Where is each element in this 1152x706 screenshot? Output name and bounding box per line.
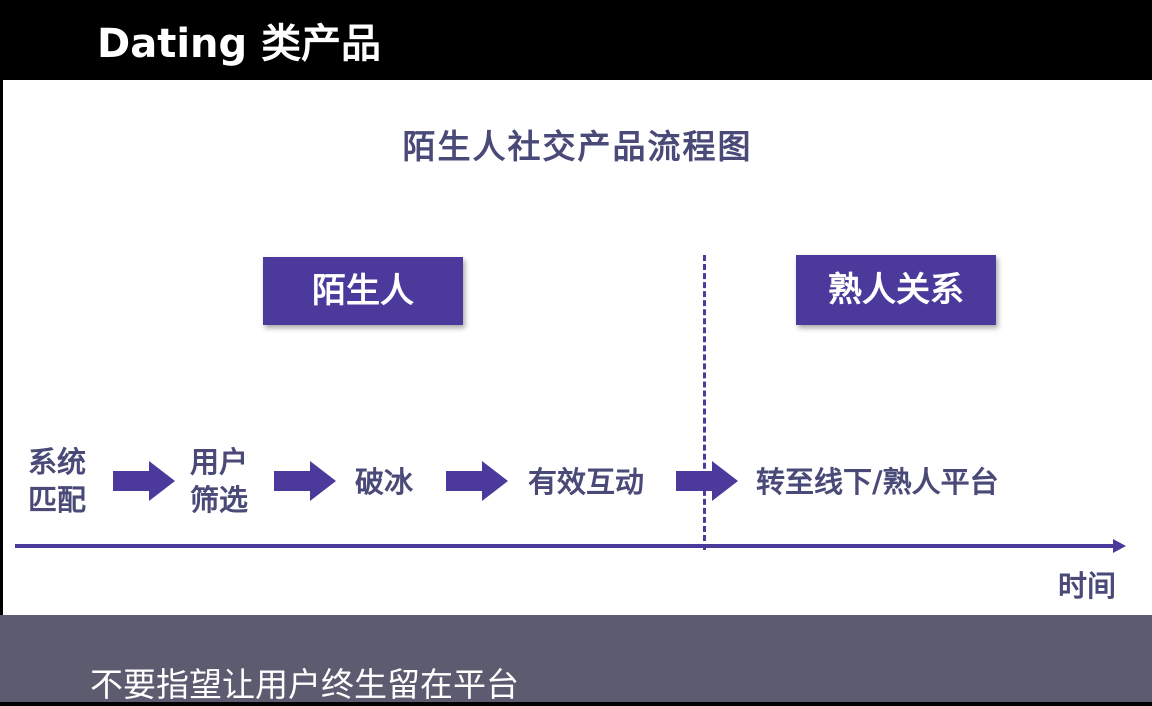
step-effective-interaction: 有效互动 xyxy=(528,463,644,501)
caption-text: 不要指望让用户终生留在平台 xyxy=(90,665,519,704)
slide-title: Dating 类产品 xyxy=(97,21,382,67)
step-user-filter-line1: 用户 xyxy=(190,445,249,479)
flow-arrow-3 xyxy=(446,461,508,501)
phase-acquaintance-label: 熟人关系 xyxy=(828,270,964,310)
diagram-title: 陌生人社交产品流程图 xyxy=(402,127,753,166)
timeline-label: 时间 xyxy=(1058,569,1117,603)
step-offline-transfer: 转至线下/熟人平台 xyxy=(756,463,999,501)
flow-arrow-2 xyxy=(274,461,336,501)
phase-stranger-box: 陌生人 xyxy=(263,257,463,325)
step-offline-transfer-label: 转至线下/熟人平台 xyxy=(756,465,999,499)
step-system-match: 系统 匹配 xyxy=(28,443,86,519)
phase-divider-line xyxy=(703,255,706,550)
step-icebreak: 破冰 xyxy=(355,463,413,501)
step-user-filter: 用户 筛选 xyxy=(190,443,248,519)
caption-bar: 不要指望让用户终生留在平台 xyxy=(0,615,1152,704)
step-system-match-line1: 系统 xyxy=(28,445,87,479)
diagram-canvas: 陌生人社交产品流程图 陌生人 熟人关系 系统 匹配 用户 筛选 破冰 有效互动 … xyxy=(3,80,1152,615)
slide-header: Dating 类产品 xyxy=(0,0,1152,80)
phase-stranger-label: 陌生人 xyxy=(312,271,414,311)
step-icebreak-label: 破冰 xyxy=(355,465,414,499)
timeline-axis xyxy=(15,544,1115,548)
flow-arrow-1 xyxy=(113,461,175,501)
step-effective-interaction-label: 有效互动 xyxy=(528,465,645,499)
flow-arrow-4 xyxy=(676,461,738,501)
step-system-match-line2: 匹配 xyxy=(28,483,87,517)
step-user-filter-line2: 筛选 xyxy=(190,483,249,517)
timeline-arrowhead xyxy=(1113,539,1126,553)
phase-acquaintance-box: 熟人关系 xyxy=(796,255,996,325)
